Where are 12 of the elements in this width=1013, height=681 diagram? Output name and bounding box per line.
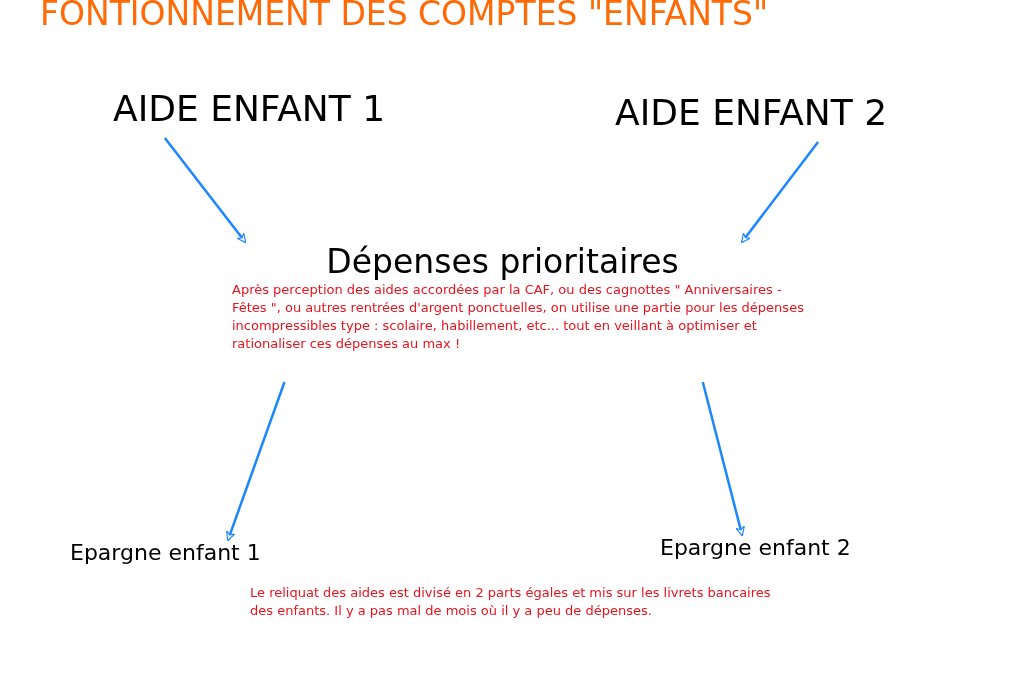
arrow bbox=[741, 141, 820, 244]
arrow bbox=[701, 381, 745, 537]
title: FONTIONNEMENT DES COMPTES "ENFANTS" bbox=[40, 0, 769, 33]
node-description: Après perception des aides accordées par la CAF, ou des cagnottes " Anniversaires - Fêtes ", ou autres rentrées d'argent ponctuelles, on utilise une partie pour les dépenses incompressibles type : scolaire, habillement, etc... tout en veillant à optimiser et rationaliser ces dépenses au max ! bbox=[231, 281, 805, 353]
node-heading: Dépenses prioritaires bbox=[325, 242, 680, 281]
note-text: Le reliquat des aides est divisé en 2 parts égales et mis sur les livrets bancaires des enfants. Il y a pas mal de mois où il y a peu de dépenses. bbox=[250, 584, 772, 620]
node-label: Epargne enfant 2 bbox=[660, 535, 851, 560]
arrow bbox=[163, 137, 247, 244]
arrow bbox=[226, 381, 286, 542]
node-label: Epargne enfant 1 bbox=[70, 540, 261, 565]
source-label: AIDE ENFANT 2 bbox=[615, 92, 888, 133]
source-label: AIDE ENFANT 1 bbox=[113, 88, 386, 129]
